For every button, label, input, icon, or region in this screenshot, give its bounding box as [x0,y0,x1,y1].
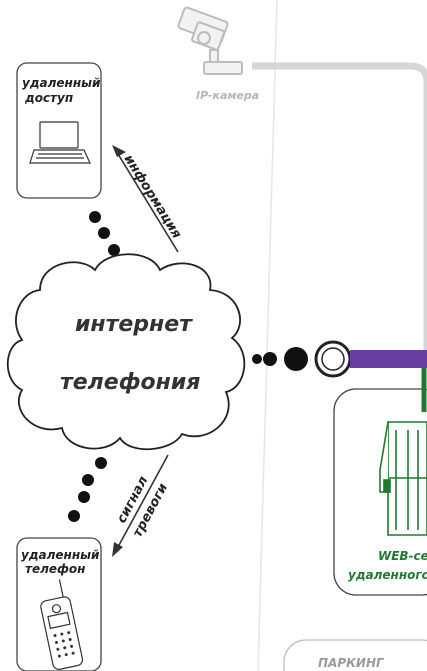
parking-box [283,639,427,671]
dot [78,491,90,503]
internet-cloud [6,253,246,451]
dot [95,457,107,469]
dot [263,352,277,366]
dot [108,244,120,256]
info-arrow: информация [112,145,184,253]
web-server-label-line2: удаленного [348,568,427,582]
dot [252,354,262,364]
remote-phone-title-line2: телефон [25,562,85,576]
cloud-label-line2: телефония [60,370,200,395]
connector-inner [321,347,345,371]
background-divider [257,0,278,671]
web-server-label-line1: WEB-се [378,549,427,563]
dot [98,227,110,239]
info-arrow-label: информация [121,152,184,241]
camera-connection-line [252,62,427,360]
laptop-icon [29,121,91,164]
remote-phone-title-line1: удаленный [21,548,100,562]
alarm-arrow: сигнал тревоги [112,454,171,557]
ip-camera-label: IP-камера [196,89,259,102]
server-cabinet-icon [379,421,427,536]
dot [89,211,101,223]
parking-label: ПАРКИНГ [318,656,385,670]
ip-camera-icon [177,6,243,75]
dot [284,347,308,371]
remote-access-title-line1: удаленный [22,76,101,90]
dot [68,510,80,522]
dot [82,474,94,486]
remote-access-title-line2: доступ [24,91,73,105]
cloud-label-line1: интернет [75,312,193,337]
mobile-phone-icon [40,579,84,670]
